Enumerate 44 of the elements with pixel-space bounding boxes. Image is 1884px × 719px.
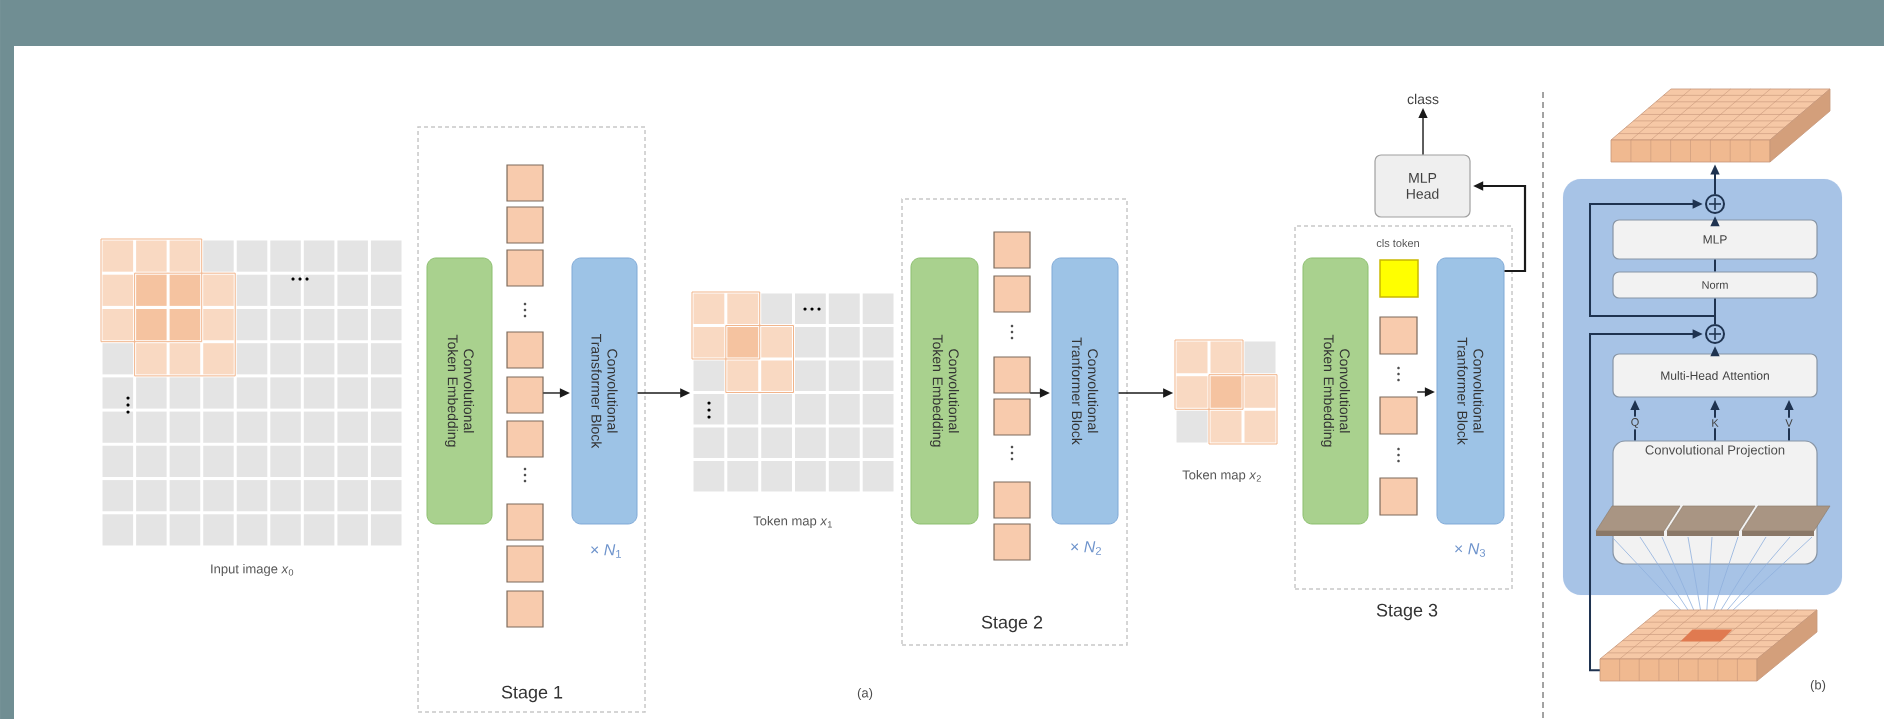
- arrow: [1710, 346, 1720, 357]
- repeat-count: × N$_{2}$: [1071, 541, 1101, 555]
- edge-label: K: [1709, 417, 1721, 429]
- repeat-count: × N$_{3}$: [1455, 543, 1486, 557]
- grid-caption: Token map x$_{1}$: [753, 515, 832, 529]
- token-column: [993, 231, 1031, 561]
- block-box: Convolutional Tranformer Block: [1051, 257, 1119, 525]
- grid-caption: Token map x$_{2}$: [1182, 469, 1261, 483]
- block-box: Convolutional Token Embedding: [426, 257, 493, 525]
- token-column: [506, 164, 544, 628]
- arrow: [1029, 388, 1050, 398]
- panel-label: (a): [857, 687, 873, 701]
- grid-caption: Input image x$_{0}$: [211, 563, 294, 577]
- arrow: [1473, 181, 1527, 273]
- arrow: [636, 388, 691, 398]
- arrow: [1416, 387, 1435, 397]
- repeat-count: × N$_{1}$: [591, 544, 621, 558]
- block-box: Convolutional Transformer Block: [571, 257, 638, 525]
- edge-label: Q: [1629, 416, 1641, 430]
- layer-box: MLP: [1612, 219, 1818, 260]
- layer-box: Multi-Head Attention: [1612, 353, 1818, 398]
- arrow: [1630, 399, 1640, 442]
- arrow: [1710, 164, 1720, 195]
- arrow: [1710, 216, 1720, 227]
- layer-box: Norm: [1612, 271, 1818, 299]
- head-box: MLP Head: [1374, 154, 1471, 218]
- tensor-drawing: [1599, 609, 1818, 682]
- panel-label: (b): [1810, 679, 1826, 693]
- arrow: [1117, 388, 1174, 398]
- block-box: Convolutional Token Embedding: [910, 257, 979, 525]
- arrow: [1589, 199, 1716, 325]
- node-label: Stage 3: [1376, 603, 1438, 621]
- token-caption: cls token: [1376, 238, 1419, 248]
- arrow: [1589, 329, 1703, 672]
- arrow: [1784, 399, 1794, 442]
- block-box: Convolutional Tranformer Block: [1436, 257, 1505, 525]
- output-label: class: [1407, 93, 1439, 105]
- token-column: [1379, 316, 1418, 516]
- arrow: [542, 388, 570, 398]
- block-box: Convolutional Token Embedding: [1302, 257, 1369, 525]
- arrow: [1710, 399, 1720, 442]
- edge-label: V: [1783, 417, 1795, 429]
- tensor-drawing: [1610, 88, 1831, 163]
- arrow: [1418, 108, 1428, 156]
